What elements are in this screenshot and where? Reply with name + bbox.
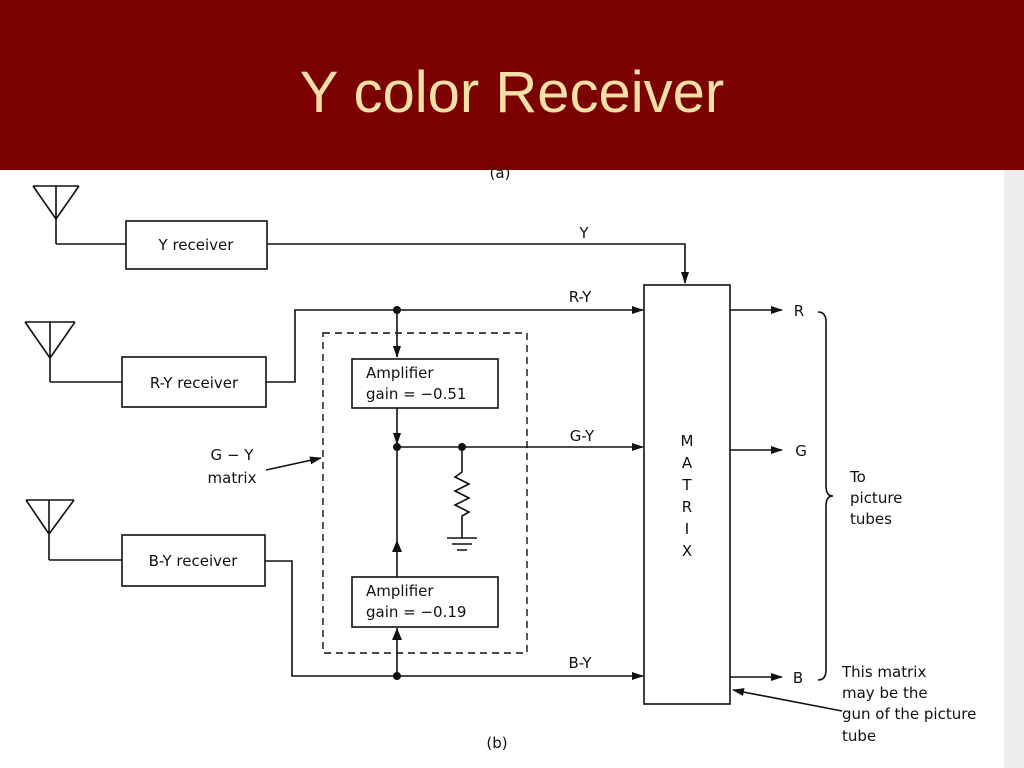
amplifier-bottom-line1: Amplifier [366, 582, 434, 600]
title-band [0, 0, 1024, 170]
y-signal-line [267, 243, 689, 284]
antenna-icon [25, 499, 122, 561]
up-arrow-icon [392, 628, 402, 640]
caption-b: (b) [486, 734, 507, 752]
up-arrow-icon [392, 540, 402, 552]
to-picture-tubes-line2: picture [850, 489, 902, 507]
matrix-note-line1: This matrix [841, 663, 926, 681]
right-brace [817, 311, 834, 681]
matrix-note-pointer [732, 688, 843, 712]
amplifier-top-box [351, 358, 499, 409]
gy-matrix-dashed-box [322, 332, 528, 654]
matrix-note-line2: may be the [842, 684, 928, 702]
y-signal-label: Y [578, 224, 589, 242]
y-receiver-box [125, 220, 268, 270]
gy-matrix-label-line2: matrix [208, 469, 257, 487]
antenna-icon [24, 321, 122, 383]
y-receiver-label: Y receiver [158, 236, 235, 254]
g-output-label: G [795, 442, 807, 460]
antenna-icon [32, 185, 126, 245]
amplifier-bottom-line2: gain = −0.19 [366, 603, 466, 621]
matrix-letter: R [682, 498, 692, 516]
slide-title: Y color Receiver [299, 60, 725, 125]
gy-matrix-pointer [265, 456, 322, 471]
ry-signal-line [266, 306, 644, 383]
matrix-note-line4: tube [842, 727, 876, 745]
matrix-note-line3: gun of the picture [842, 705, 976, 723]
matrix-letter: X [682, 542, 692, 560]
matrix-block [643, 284, 731, 705]
by-receiver-label: B-Y receiver [149, 552, 239, 570]
gy-matrix-label-line1: G − Y [211, 446, 255, 464]
amplifier-bottom-box [351, 576, 499, 628]
ry-receiver-label: R-Y receiver [150, 374, 239, 392]
by-signal-label: B-Y [568, 654, 592, 672]
to-picture-tubes-line3: tubes [850, 510, 892, 528]
r-output-label: R [794, 302, 804, 320]
ry-signal-label: R-Y [569, 288, 592, 306]
matrix-letter: M [681, 432, 694, 450]
to-picture-tubes-line1: To [849, 468, 866, 486]
caption-a: (a) [490, 164, 511, 182]
resistor-icon [453, 447, 471, 538]
by-signal-line [265, 560, 644, 680]
ground-icon [447, 537, 477, 551]
matrix-letter: I [685, 520, 689, 538]
gy-signal-label: G-Y [570, 427, 595, 445]
b-output-label: B [793, 669, 803, 687]
amplifier-top-line2: gain = −0.51 [366, 385, 466, 403]
amplifier-top-line1: Amplifier [366, 364, 434, 382]
matrix-letter: A [682, 454, 693, 472]
slide-right-border [1004, 170, 1024, 768]
matrix-letter: T [681, 476, 692, 494]
